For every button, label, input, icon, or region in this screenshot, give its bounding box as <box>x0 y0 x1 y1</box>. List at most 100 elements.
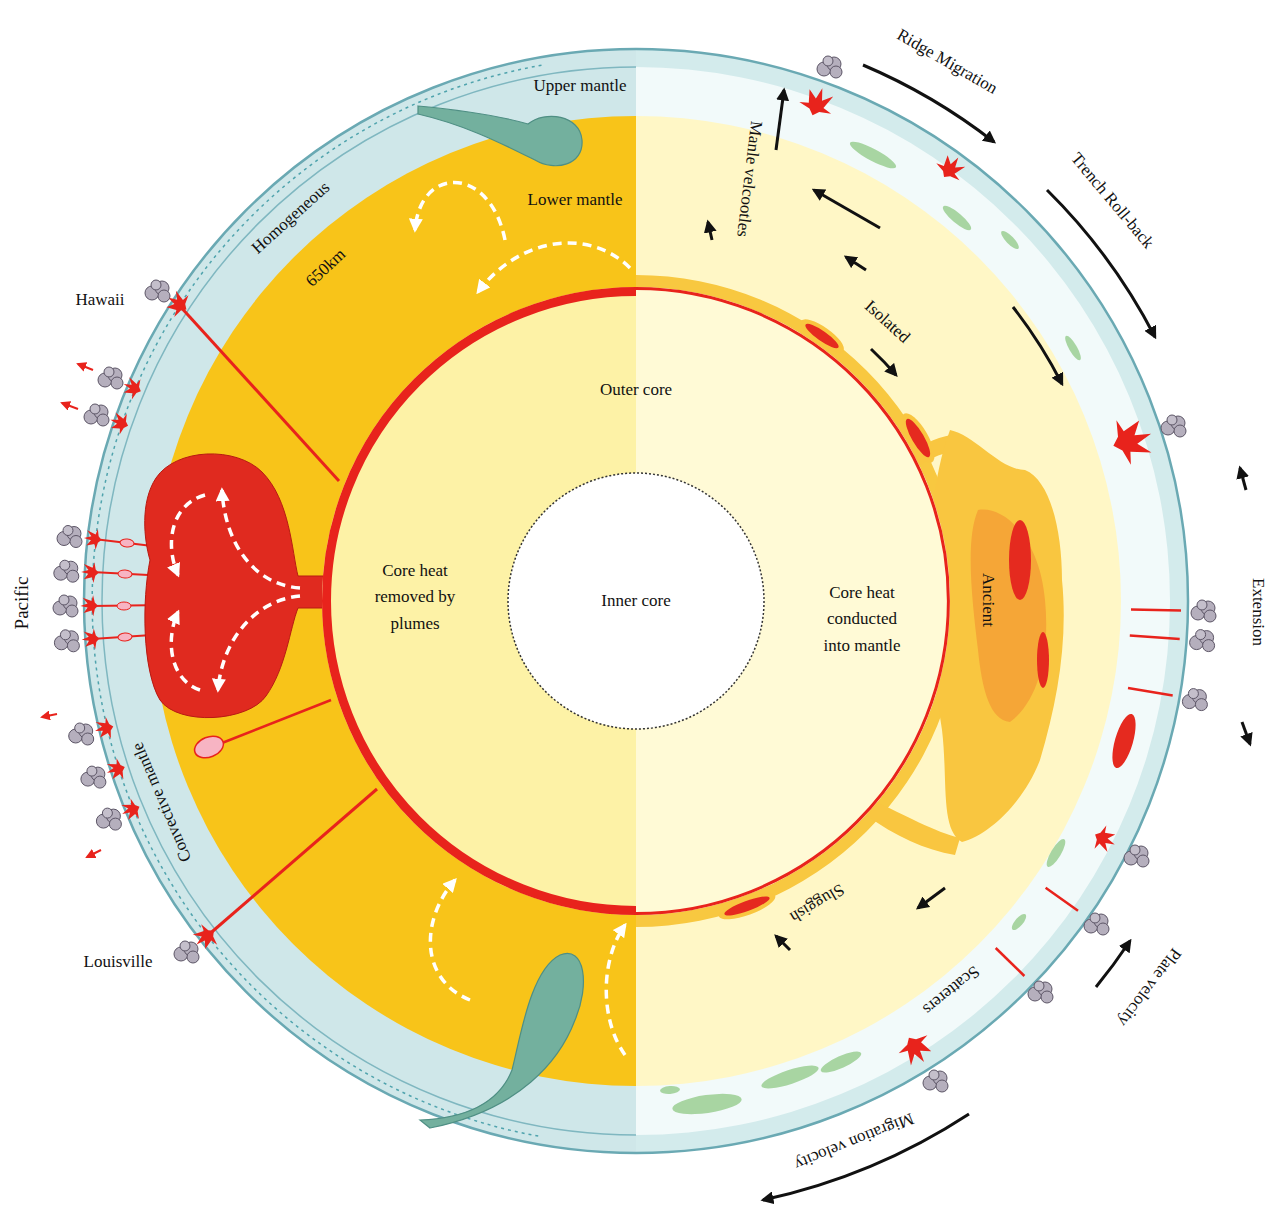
trench-volcano <box>1106 411 1158 468</box>
hot-blob <box>1009 520 1031 600</box>
region-label: Sluggish <box>786 879 848 927</box>
plume-head-small <box>117 602 131 610</box>
melt-conduit <box>1046 888 1078 911</box>
inner-core-outline <box>508 473 764 729</box>
volcano-symbol <box>93 716 116 742</box>
scatterer-blob <box>1043 837 1068 870</box>
process-note: Core heat removed by plumes <box>370 558 460 637</box>
inner-core-circle: Inner core <box>507 472 765 730</box>
plume-conduit <box>206 789 377 937</box>
eruption-cloud <box>1084 913 1109 935</box>
volcano-symbol <box>895 1029 939 1071</box>
convection-arrow <box>478 243 630 292</box>
eruption-cloud <box>1124 845 1149 867</box>
melt-conduits <box>996 610 1181 976</box>
volcano-symbol <box>80 595 98 616</box>
plate-motion-arrow <box>78 364 93 370</box>
convection-arrow <box>430 880 470 1000</box>
plume-head-small <box>191 732 226 762</box>
volcano-symbol <box>1089 823 1120 856</box>
scatterer-blob <box>1010 912 1029 932</box>
plume-head <box>145 454 324 718</box>
plate-motion-arrows <box>42 364 101 857</box>
scatterer-blob <box>847 137 899 172</box>
place-name: Louisville <box>84 952 153 972</box>
eruption-cloud <box>57 526 82 548</box>
melt-body <box>1108 712 1141 771</box>
volcano-symbol <box>118 797 144 825</box>
ancient-core <box>971 510 1047 722</box>
process-label: Ridge Migration <box>893 25 1001 99</box>
scatterer-blob <box>759 1061 820 1093</box>
convection-arrow <box>171 612 200 690</box>
ridge-volcano <box>797 83 839 121</box>
volcano-symbol <box>104 757 129 784</box>
velocity-arrow <box>1013 307 1062 384</box>
layer-name: Lower mantle <box>528 190 623 210</box>
layer-note: Convective mantle <box>128 739 197 865</box>
scatterer-blob <box>671 1090 743 1118</box>
convection-arrow <box>218 596 300 690</box>
scatterer-blob <box>818 1048 863 1077</box>
eruption-cloud <box>53 595 78 617</box>
ancient-region <box>866 800 960 855</box>
melt-conduit <box>996 948 1025 976</box>
region-label: Ancient <box>978 573 998 627</box>
place-name: Hawaii <box>75 290 124 310</box>
plume-head-small <box>118 633 133 642</box>
eruption-cloud <box>1190 630 1215 652</box>
earth-surface <box>84 49 1188 1153</box>
eruption-cloud <box>96 808 121 830</box>
melt-conduit <box>1128 688 1173 696</box>
eruption-cloud <box>1161 415 1186 437</box>
eruption-cloud <box>923 1070 948 1092</box>
scatterer-blob <box>940 203 974 234</box>
velocity-arrow <box>776 936 790 950</box>
eruption-cloud <box>174 941 199 963</box>
process-label: Migration velocity <box>791 1108 916 1174</box>
eruption-cloud <box>54 560 79 582</box>
layer-name: Upper mantle <box>534 76 627 96</box>
extension-arrow <box>1242 722 1250 744</box>
volcano-symbol <box>932 149 969 185</box>
volcano-symbol <box>81 628 100 650</box>
velocity-arrow <box>814 190 880 228</box>
eruption-cloud <box>98 367 123 389</box>
core-title: Inner core <box>601 588 670 614</box>
plate-motion-arrow <box>62 403 78 409</box>
convection-arrow <box>171 495 205 575</box>
hot-blob <box>1037 632 1049 688</box>
volcano-symbol <box>81 562 100 584</box>
velocity-arrow <box>871 349 896 375</box>
depth-label: 650km <box>302 244 350 291</box>
eruption-cloud <box>1028 981 1053 1003</box>
eruption-cloud <box>817 56 842 78</box>
trench-rollback-arrow <box>1047 190 1155 337</box>
melt-conduit <box>1131 608 1181 611</box>
eruption-cloud <box>54 630 79 652</box>
layer-note: Homogeneous <box>248 178 335 259</box>
scatterer-blob <box>1063 334 1084 362</box>
place-name: Pacific <box>11 577 34 630</box>
region-label: Isolated <box>860 296 914 347</box>
eruption-cloud <box>81 766 106 788</box>
volcano-symbol <box>83 528 103 551</box>
velocity-arrow <box>776 90 784 150</box>
melt-conduit <box>1130 636 1180 640</box>
process-label: Extension <box>1248 578 1268 646</box>
plume-head-small <box>120 538 135 547</box>
convection-arrow <box>222 490 300 588</box>
region-label: Scatterers <box>919 961 984 1019</box>
velocity-arrow <box>708 222 712 240</box>
plate-motion-arrow <box>87 850 101 857</box>
plate-motion-arrow <box>42 714 57 717</box>
process-label: Plate velocity <box>1113 944 1185 1031</box>
process-label: Manle velcootles <box>732 120 766 238</box>
extension-arrow <box>1240 468 1246 490</box>
plume-head-small <box>118 570 132 579</box>
convection-arrow <box>415 182 505 240</box>
volcano-symbol <box>119 374 145 402</box>
velocity-arrow <box>918 888 945 908</box>
core-title: Outer core <box>600 377 672 403</box>
